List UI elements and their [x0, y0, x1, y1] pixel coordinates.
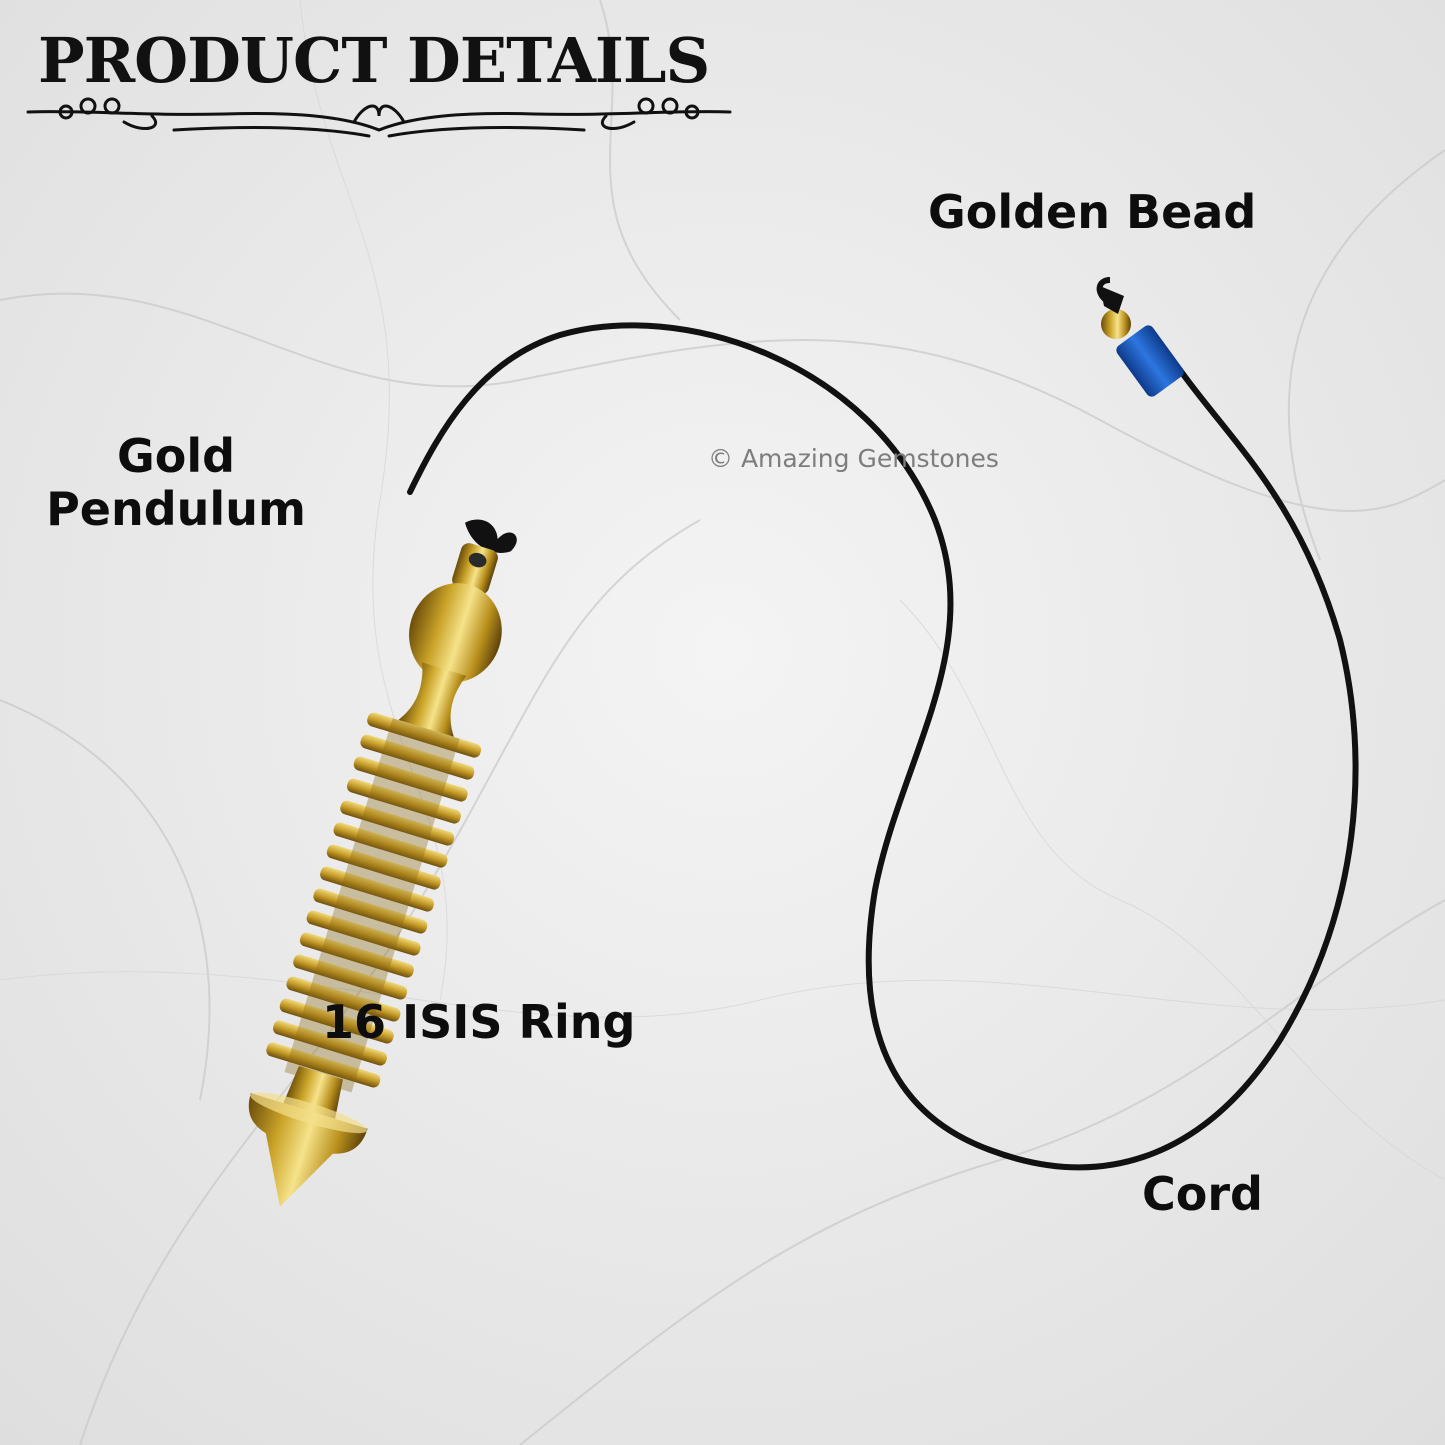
isis-rings	[266, 712, 482, 1088]
page-title: PRODUCT DETAILS	[38, 24, 710, 97]
label-isis-rings: 16 ISIS Ring	[322, 995, 636, 1049]
cord	[407, 322, 1359, 1171]
label-cord: Cord	[1142, 1167, 1263, 1221]
ornamental-divider-icon	[26, 97, 732, 138]
label-golden-bead: Golden Bead	[928, 185, 1257, 239]
golden-bead-assembly	[1096, 277, 1184, 397]
gold-pendulum	[248, 519, 517, 1207]
copyright-watermark: © Amazing Gemstones	[708, 444, 999, 473]
label-gold-pendulum: Gold Pendulum	[38, 430, 314, 536]
label-gold-pendulum-line2: Pendulum	[46, 481, 306, 536]
label-gold-pendulum-line1: Gold	[116, 429, 236, 483]
